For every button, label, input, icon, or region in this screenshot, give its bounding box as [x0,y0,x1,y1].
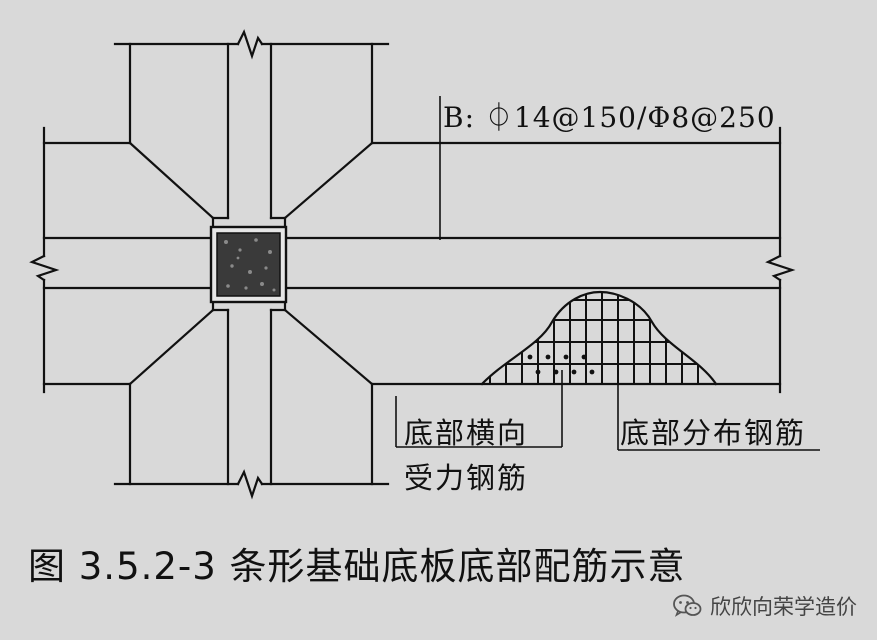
watermark-text: 欣欣向荣学造价 [710,595,857,619]
break-symbol-left [29,254,60,282]
wechat-icon [673,594,702,617]
stressed-rebar-label: 受力钢筋 [404,461,529,495]
bottom-distribution-label: 底部分布钢筋 [620,416,807,450]
break-symbol-top [236,29,264,60]
mesh-outline [480,290,718,386]
break-symbol-right [765,254,796,282]
break-symbol-bottom [236,469,264,500]
label-leaders [395,300,820,451]
foundation-plan-drawing [29,29,820,500]
bottom-strip-foundation [113,308,390,500]
top-strip-foundation [113,29,390,220]
left-strip-foundation [29,126,215,394]
bottom-transverse-label: 底部横向 [404,416,529,450]
bottom-rebar-mesh [480,290,718,386]
figure-caption: 图 3.5.2-3 条形基础底板底部配筋示意 [28,545,686,588]
column [209,225,288,304]
watermark: 欣欣向荣学造价 [672,592,857,620]
rebar-spec-label: B: ⏀14@150/Φ8@250 [443,101,776,134]
